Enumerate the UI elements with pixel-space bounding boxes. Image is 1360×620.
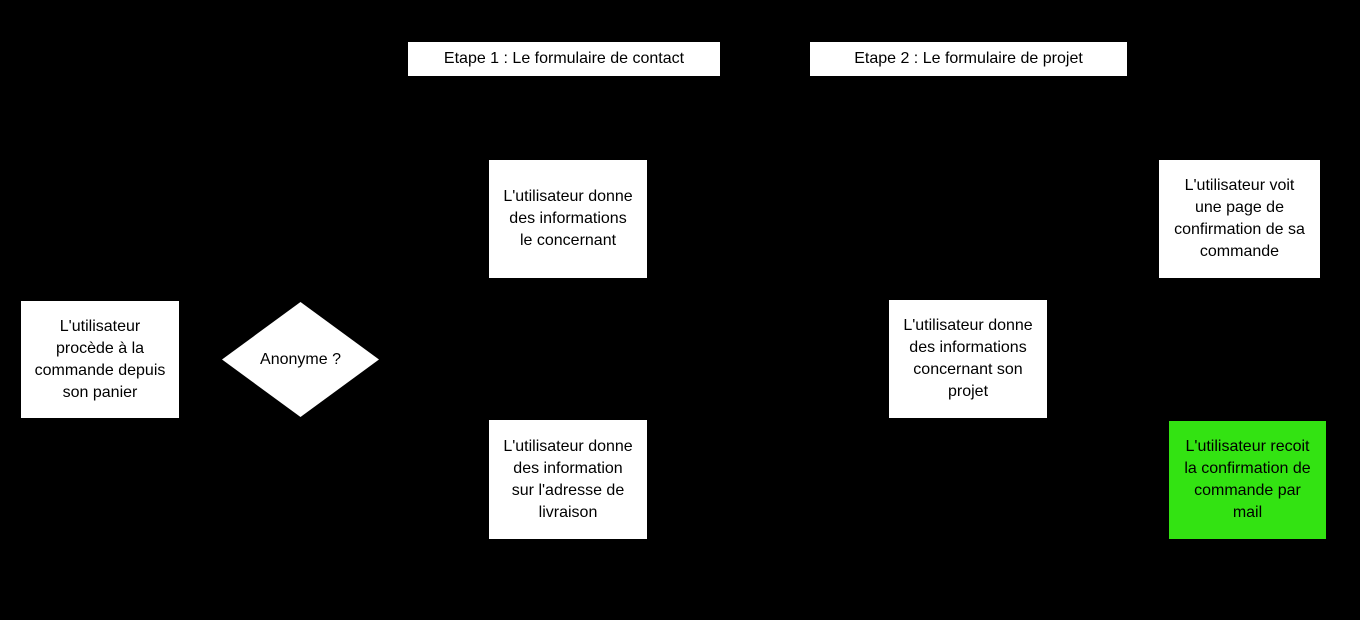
flow-node-checkout-from-cart: L'utilisateur procède à la commande depu… [21,301,179,418]
flow-node-confirmation-page: L'utilisateur voit une page de confirmat… [1159,160,1320,278]
flow-node-personal-info: L'utilisateur donne des informations le … [489,160,647,278]
stage-header-etape-1: Etape 1 : Le formulaire de contact [408,42,720,76]
flow-node-anonymous-decision: Anonyme ? [222,302,379,417]
flow-node-confirmation-email: L'utilisateur recoit la confirmation de … [1169,421,1326,539]
stage-header-etape-2: Etape 2 : Le formulaire de projet [810,42,1127,76]
flow-node-delivery-address-info: L'utilisateur donne des information sur … [489,420,647,539]
flow-node-project-info: L'utilisateur donne des informations con… [889,300,1047,418]
